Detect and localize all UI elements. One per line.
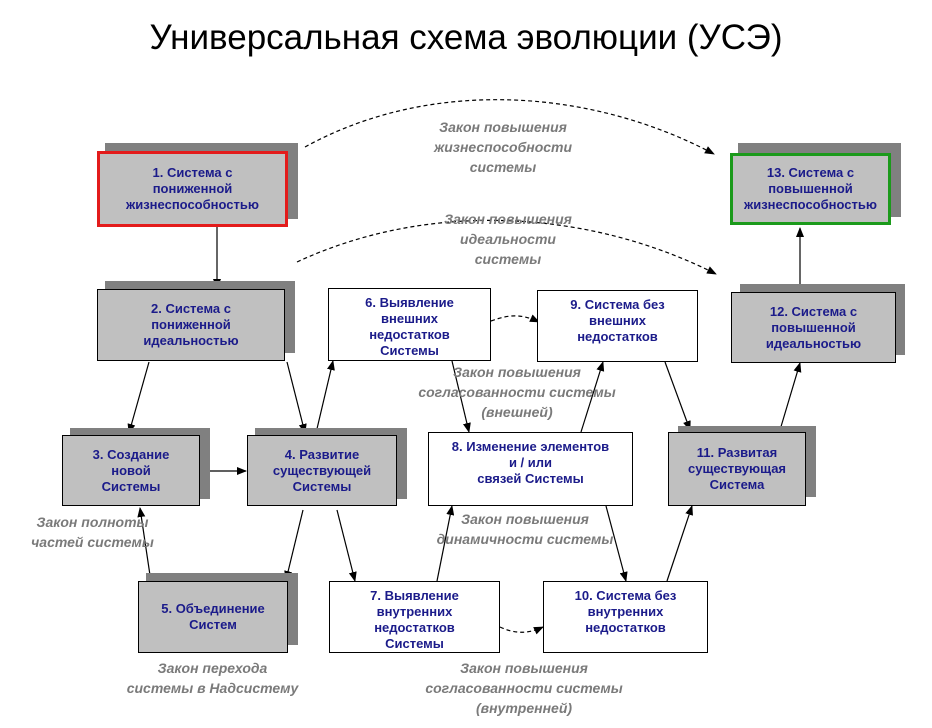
- arrow-8-to-9: [580, 361, 605, 433]
- law-dynamics-label: Закон повышения динамичности системы: [436, 511, 614, 547]
- arrow-6-to-9: [490, 314, 540, 323]
- arrow-5-to-3: [137, 507, 152, 583]
- law-completeness-label: Закон полноты частей системы: [31, 514, 154, 550]
- box-8-change-elements: 8. Изменение элементов и / или связей Си…: [428, 432, 633, 506]
- arrow-2-to-3: [127, 361, 150, 434]
- diagram-title: Универсальная схема эволюции (УСЭ): [149, 18, 783, 57]
- box-6-external-drawbacks: 6. Выявление внешних недостатков Системы: [328, 288, 491, 361]
- law-ideality-label: Закон повышения идеальности системы: [444, 211, 572, 267]
- arrow-4-to-5: [284, 509, 304, 581]
- arrow-11-to-12: [779, 362, 802, 431]
- arrow-2-to-4: [286, 361, 307, 434]
- law-internal-consistency-label: Закон повышения согласованности системы …: [425, 660, 623, 716]
- arrow-9-to-11: [664, 361, 691, 431]
- arrow-8-to-10: [605, 505, 628, 582]
- box-1-reduced-viability: 1. Система с пониженной жизнеспособность…: [97, 151, 288, 227]
- arrow-10-to-11: [666, 505, 693, 582]
- box-10-no-internal-drawbacks: 10. Система без внутренних недостатков: [543, 581, 708, 653]
- box-3-create-new-system: 3. Создание новой Системы: [62, 435, 200, 506]
- arrow-4-to-7: [336, 509, 357, 582]
- box-7-internal-drawbacks: 7. Выявление внутренних недостатков Сист…: [329, 581, 500, 653]
- box-2-reduced-ideality: 2. Система с пониженной идеальностью: [97, 289, 285, 361]
- arrow-6-to-8: [451, 360, 471, 433]
- box-12-increased-ideality: 12. Система с повышенной идеальностью: [731, 292, 896, 363]
- arrow-7-to-10: [499, 626, 544, 635]
- arrow-law-viability: [304, 99, 715, 155]
- arrow-7-to-8: [436, 505, 455, 582]
- law-external-consistency-label: Закон повышения согласованности системы …: [418, 364, 616, 420]
- box-13-increased-viability: 13. Система с повышенной жизнеспособност…: [730, 153, 891, 225]
- arrow-law-ideality: [296, 219, 717, 275]
- box-11-developed-system: 11. Развитая существующая Система: [668, 432, 806, 506]
- law-supersystem-label: Закон перехода системы в Надсистему: [126, 660, 299, 696]
- box-5-merge-systems: 5. Объединение Систем: [138, 581, 288, 653]
- law-viability-label: Закон повышения жизнеспособности системы: [433, 119, 573, 175]
- arrow-4-to-6: [315, 360, 335, 434]
- box-9-no-external-drawbacks: 9. Система без внешних недостатков: [537, 290, 698, 362]
- box-4-develop-existing-system: 4. Развитие существующей Системы: [247, 435, 397, 506]
